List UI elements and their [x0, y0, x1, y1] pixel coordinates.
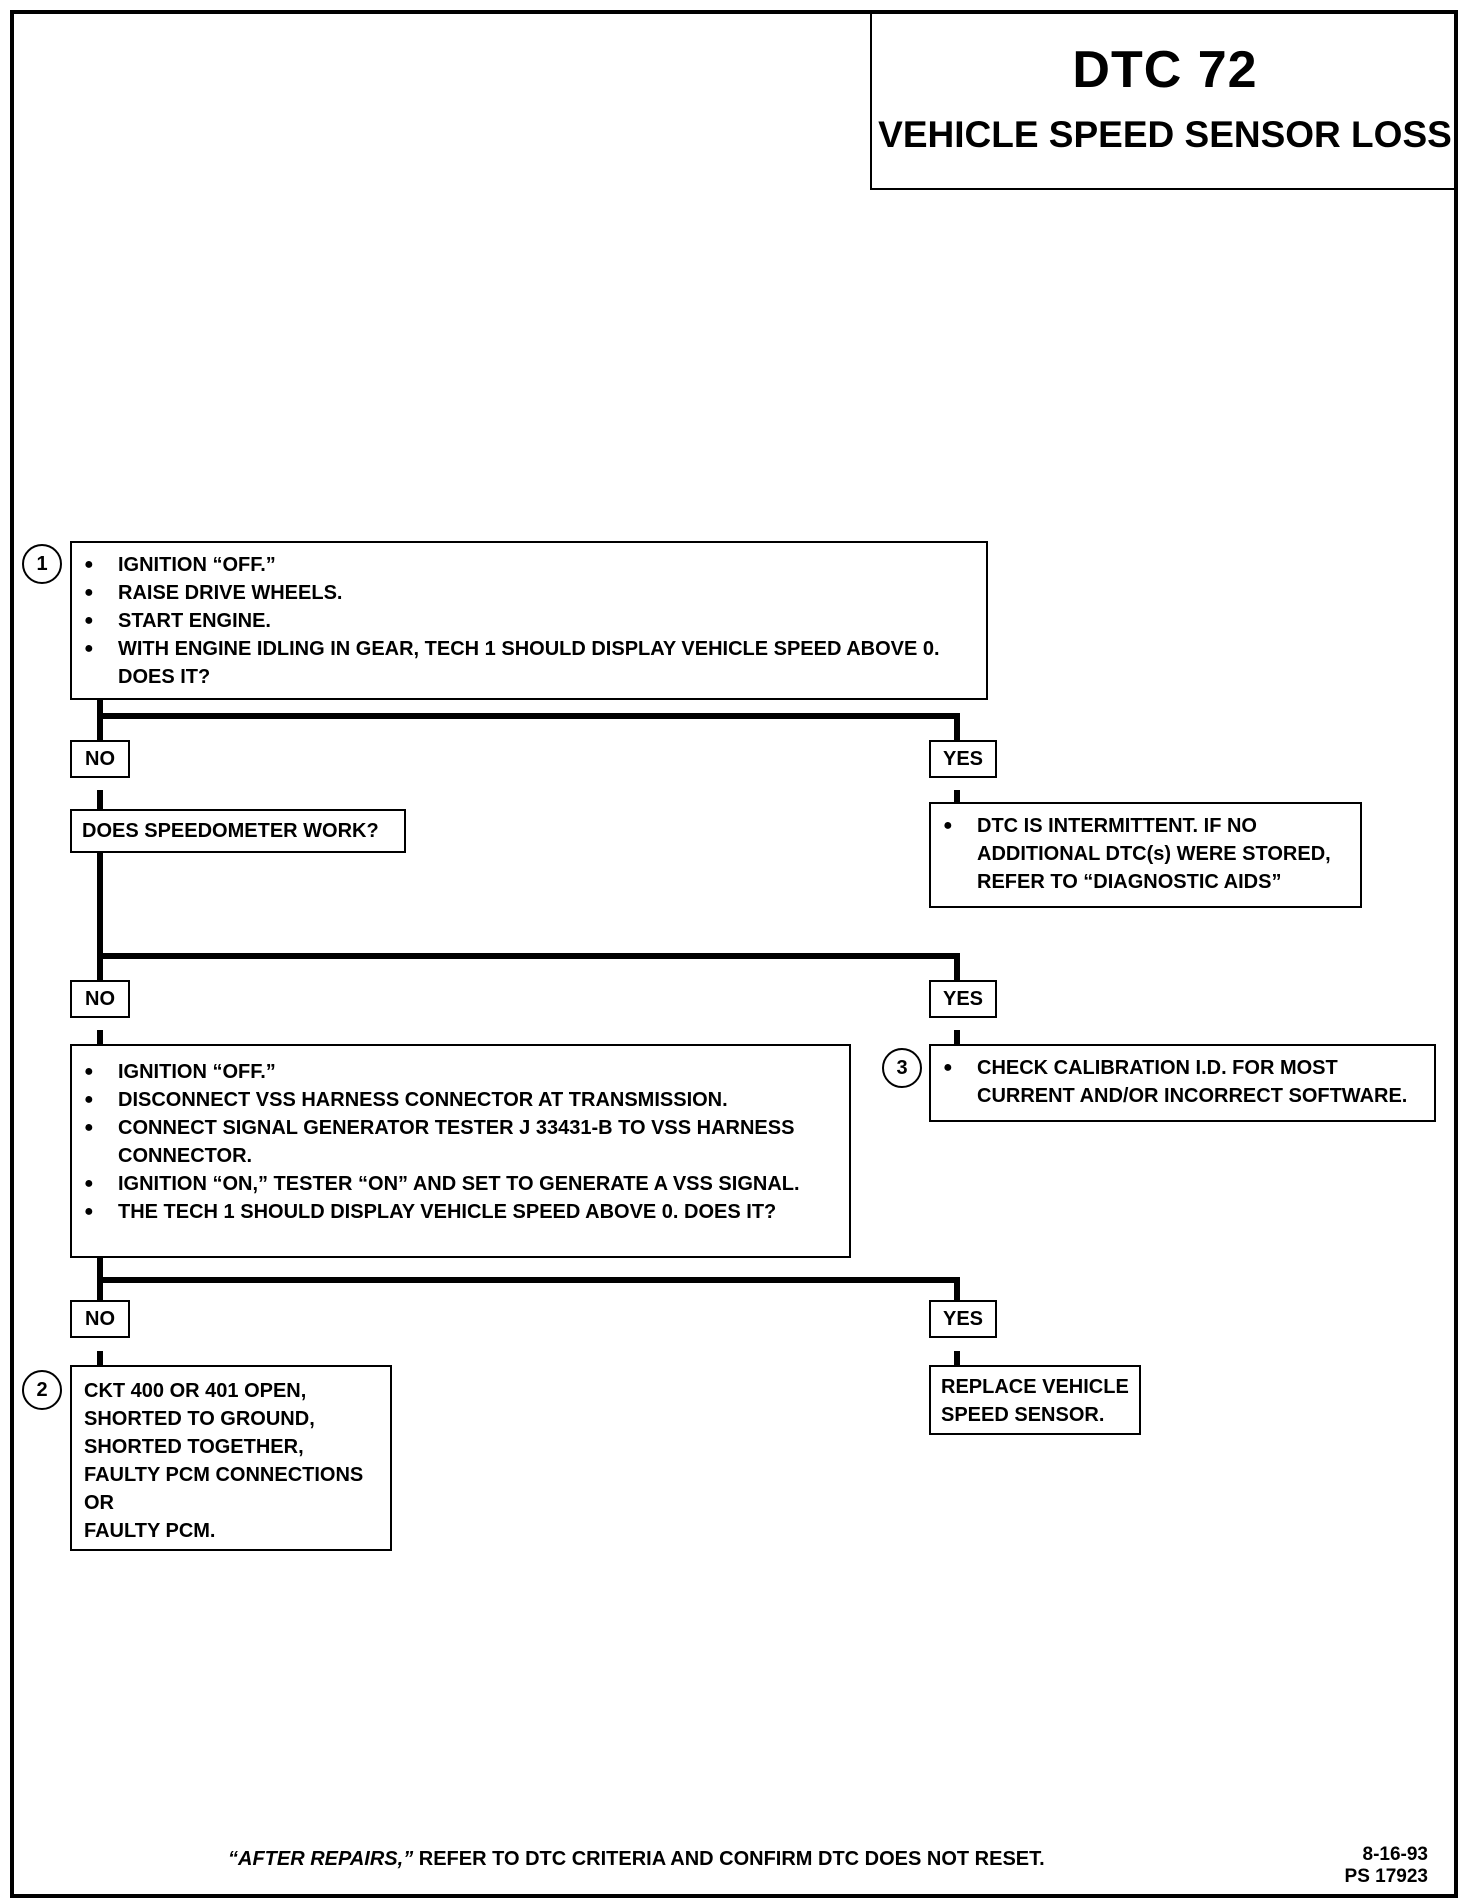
- no-label-1: NO: [70, 740, 130, 778]
- speedometer-question: DOES SPEEDOMETER WORK?: [82, 820, 379, 842]
- step1-item: RAISE DRIVE WHEELS.: [84, 579, 974, 607]
- generator-test-item: CONNECT SIGNAL GENERATOR TESTER J 33431-…: [84, 1114, 837, 1170]
- title-block: DTC 72 VEHICLE SPEED SENSOR LOSS: [870, 10, 1458, 190]
- generator-test-item: DISCONNECT VSS HARNESS CONNECTOR AT TRAN…: [84, 1086, 837, 1114]
- no-label-3: NO: [70, 1300, 130, 1338]
- yes-label-3: YES: [929, 1300, 997, 1338]
- calibration-text: CHECK CALIBRATION I.D. FOR MOST CURRENT …: [943, 1054, 1422, 1110]
- step1-item: START ENGINE.: [84, 607, 974, 635]
- open-circuit-box: CKT 400 OR 401 OPEN, SHORTED TO GROUND, …: [70, 1365, 392, 1551]
- connector: [954, 1351, 960, 1365]
- connector: [97, 1277, 960, 1283]
- dtc-code: DTC 72: [1072, 41, 1258, 99]
- connector: [954, 790, 960, 802]
- stamp-date: 8-16-93: [1362, 1844, 1429, 1865]
- step-marker-2: 2: [22, 1370, 62, 1410]
- connector: [954, 953, 960, 995]
- generator-test-box: IGNITION “OFF.” DISCONNECT VSS HARNESS C…: [70, 1044, 851, 1258]
- connector: [954, 713, 960, 755]
- generator-test-item: IGNITION “ON,” TESTER “ON” AND SET TO GE…: [84, 1170, 837, 1198]
- connector: [97, 700, 103, 752]
- yes-label-1: YES: [929, 740, 997, 778]
- intermittent-text: DTC IS INTERMITTENT. IF NO ADDITIONAL DT…: [943, 812, 1348, 896]
- intermittent-box: DTC IS INTERMITTENT. IF NO ADDITIONAL DT…: [929, 802, 1362, 908]
- calibration-box: CHECK CALIBRATION I.D. FOR MOST CURRENT …: [929, 1044, 1436, 1122]
- step-marker-3: 3: [882, 1048, 922, 1088]
- connector: [97, 1256, 103, 1316]
- footer-rest-text: REFER TO DTC CRITERIA AND CONFIRM DTC DO…: [413, 1848, 1045, 1870]
- step1-item: IGNITION “OFF.”: [84, 551, 974, 579]
- step1-box: IGNITION “OFF.” RAISE DRIVE WHEELS. STAR…: [70, 541, 988, 700]
- step1-item: WITH ENGINE IDLING IN GEAR, TECH 1 SHOUL…: [84, 635, 974, 691]
- stamp-ref: PS 17923: [1344, 1866, 1428, 1887]
- footer-note: “AFTER REPAIRS,” REFER TO DTC CRITERIA A…: [228, 1848, 1045, 1871]
- page-border: [10, 10, 1458, 1898]
- connector: [97, 790, 103, 814]
- connector: [97, 713, 960, 719]
- replace-sensor-box: REPLACE VEHICLE SPEED SENSOR.: [929, 1365, 1141, 1435]
- speedometer-question-box: DOES SPEEDOMETER WORK?: [70, 809, 406, 853]
- dtc-name: VEHICLE SPEED SENSOR LOSS: [878, 114, 1452, 155]
- connector: [97, 1351, 103, 1367]
- connector: [954, 1030, 960, 1044]
- replace-sensor-text: REPLACE VEHICLE SPEED SENSOR.: [941, 1376, 1129, 1426]
- yes-label-2: YES: [929, 980, 997, 1018]
- document-stamp: 8-16-93 PS 17923: [1345, 1844, 1428, 1888]
- generator-test-item: THE TECH 1 SHOULD DISPLAY VEHICLE SPEED …: [84, 1198, 837, 1226]
- no-label-2: NO: [70, 980, 130, 1018]
- connector: [97, 848, 103, 990]
- connector: [97, 1030, 103, 1054]
- open-circuit-text: CKT 400 OR 401 OPEN, SHORTED TO GROUND, …: [84, 1380, 364, 1542]
- generator-test-item: IGNITION “OFF.”: [84, 1058, 837, 1086]
- connector: [954, 1277, 960, 1315]
- step-marker-1: 1: [22, 544, 62, 584]
- after-repairs-text: “AFTER REPAIRS,”: [228, 1848, 414, 1870]
- connector: [97, 953, 960, 959]
